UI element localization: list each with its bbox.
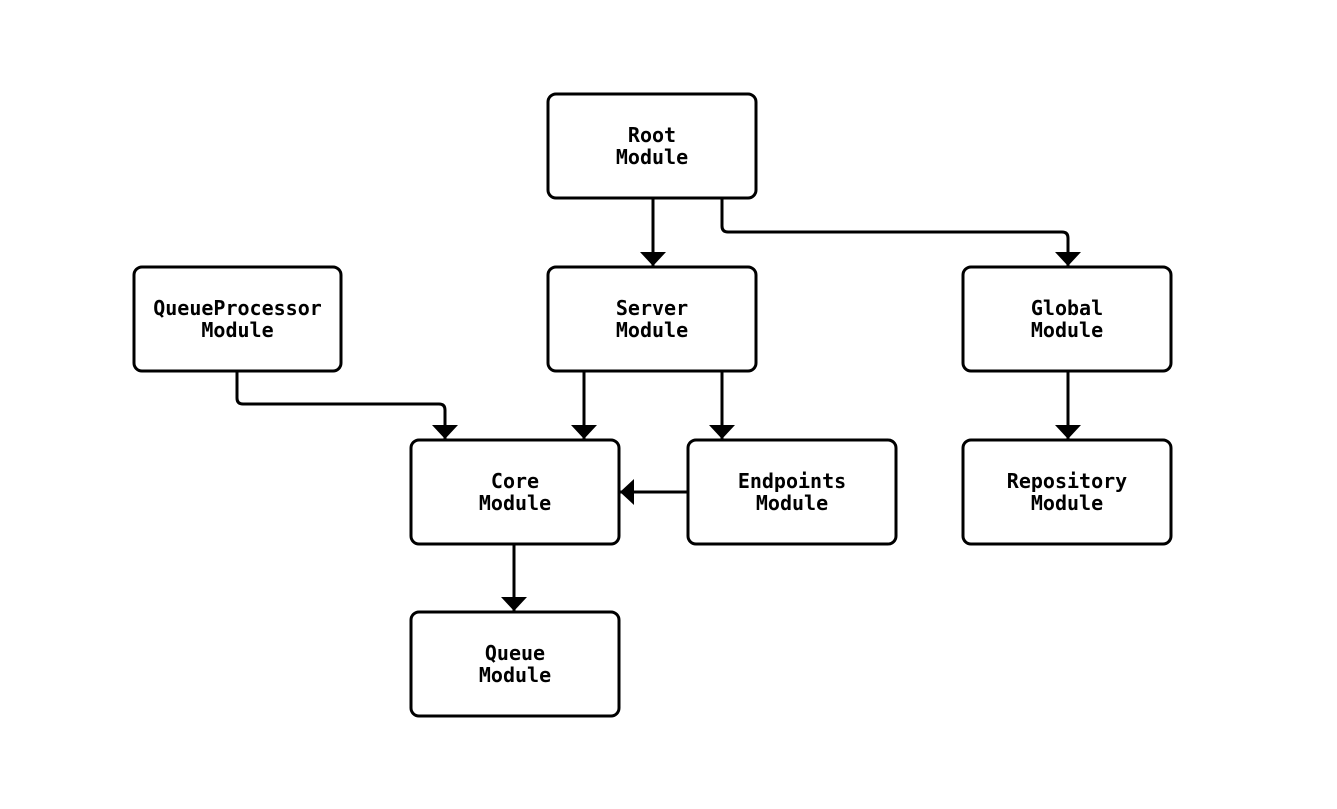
- edge-queueprocessor-to-core: [235, 371, 458, 439]
- node-box-queueprocessor-module: [132, 265, 343, 373]
- node-box-global-module: [961, 265, 1173, 373]
- node-box-repository-module: [961, 438, 1173, 546]
- node-label-line: Module: [1031, 491, 1103, 515]
- edges-layer: [235, 198, 1081, 611]
- node-label-line: Module: [616, 318, 688, 342]
- node-label-line: Module: [479, 663, 551, 687]
- node-box-core-module: [409, 438, 621, 546]
- node-label-line: Module: [616, 145, 688, 169]
- node-label-line: Module: [756, 491, 828, 515]
- node-box-endpoints-module: [686, 438, 898, 546]
- node-box-root-module: [546, 92, 758, 200]
- node-label-line: Module: [479, 491, 551, 515]
- node-label-line: Module: [201, 318, 273, 342]
- node-label-line: Repository: [1007, 469, 1127, 493]
- node-label-line: Queue: [485, 641, 545, 665]
- node-label-line: Core: [491, 469, 539, 493]
- node-label-line: Module: [1031, 318, 1103, 342]
- node-label-line: Root: [628, 123, 676, 147]
- node-box-server-module: [546, 265, 758, 373]
- node-label-line: QueueProcessor: [153, 296, 322, 320]
- node-box-queue-module: [409, 610, 621, 718]
- node-label-line: Server: [616, 296, 688, 320]
- node-label-line: Global: [1031, 296, 1103, 320]
- node-label-line: Endpoints: [738, 469, 846, 493]
- edge-root-to-global: [720, 198, 1081, 266]
